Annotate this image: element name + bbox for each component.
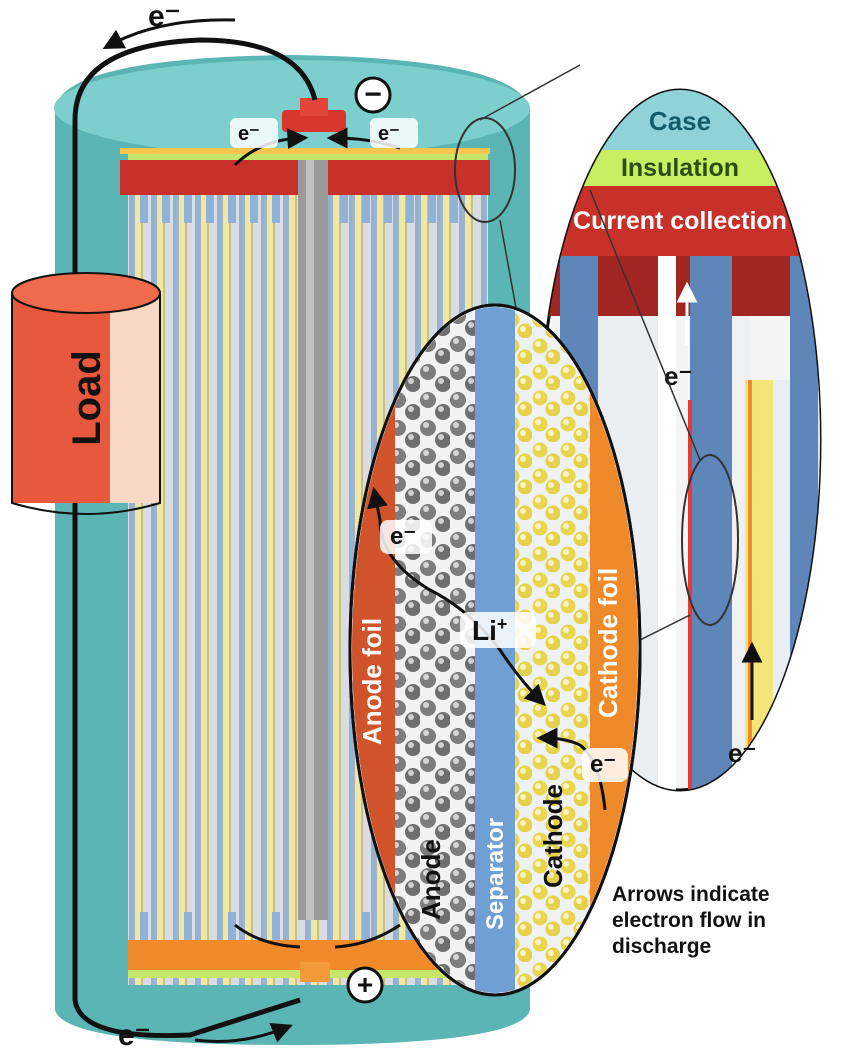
layer-label-current-collection: Current collection bbox=[573, 207, 787, 235]
lithium-ion-label: Li+ bbox=[472, 614, 507, 646]
electron-label-collector-left: e⁻ bbox=[238, 123, 260, 145]
svg-text:−: − bbox=[364, 78, 382, 111]
electron-label-top: e⁻ bbox=[148, 0, 181, 33]
layer-label-insulation: Insulation bbox=[621, 154, 739, 182]
negative-terminal: − bbox=[282, 76, 392, 132]
electron-label-zoom-top: e⁻ bbox=[664, 361, 692, 391]
load: Load bbox=[11, 272, 161, 515]
electron-label-collector-right: e⁻ bbox=[378, 123, 400, 145]
cathode-label: Cathode bbox=[538, 784, 568, 888]
caption: Arrows indicate electron flow in dischar… bbox=[612, 882, 842, 960]
negative-sign-icon bbox=[354, 76, 392, 114]
positive-terminal: + bbox=[280, 945, 384, 1004]
anode-foil-label: Anode foil bbox=[357, 618, 387, 745]
anode-label: Anode bbox=[416, 839, 446, 920]
electron-label-anode: e⁻ bbox=[390, 523, 416, 550]
caption-line-2: electron flow in bbox=[612, 909, 767, 932]
electron-label-zoom-bottom: e⁻ bbox=[728, 738, 756, 768]
caption-line-1: Arrows indicate bbox=[612, 883, 770, 906]
layer-label-case: Case bbox=[649, 106, 711, 136]
separator-label: Separator bbox=[482, 818, 509, 930]
electrode-cross-section: Anode foil Anode Separator Cathode Catho… bbox=[348, 303, 642, 997]
electron-label-cathode: e⁻ bbox=[590, 751, 616, 778]
svg-text:+: + bbox=[357, 969, 373, 1000]
zoom-lens-small-2 bbox=[681, 454, 739, 626]
caption-line-3: discharge bbox=[612, 935, 712, 958]
load-label: Load bbox=[65, 350, 109, 446]
cathode-foil-label: Cathode foil bbox=[593, 568, 623, 718]
electron-label-bottom: e⁻ bbox=[118, 1019, 151, 1050]
positive-sign-icon bbox=[346, 966, 384, 1004]
external-circuit bbox=[72, 18, 401, 1043]
